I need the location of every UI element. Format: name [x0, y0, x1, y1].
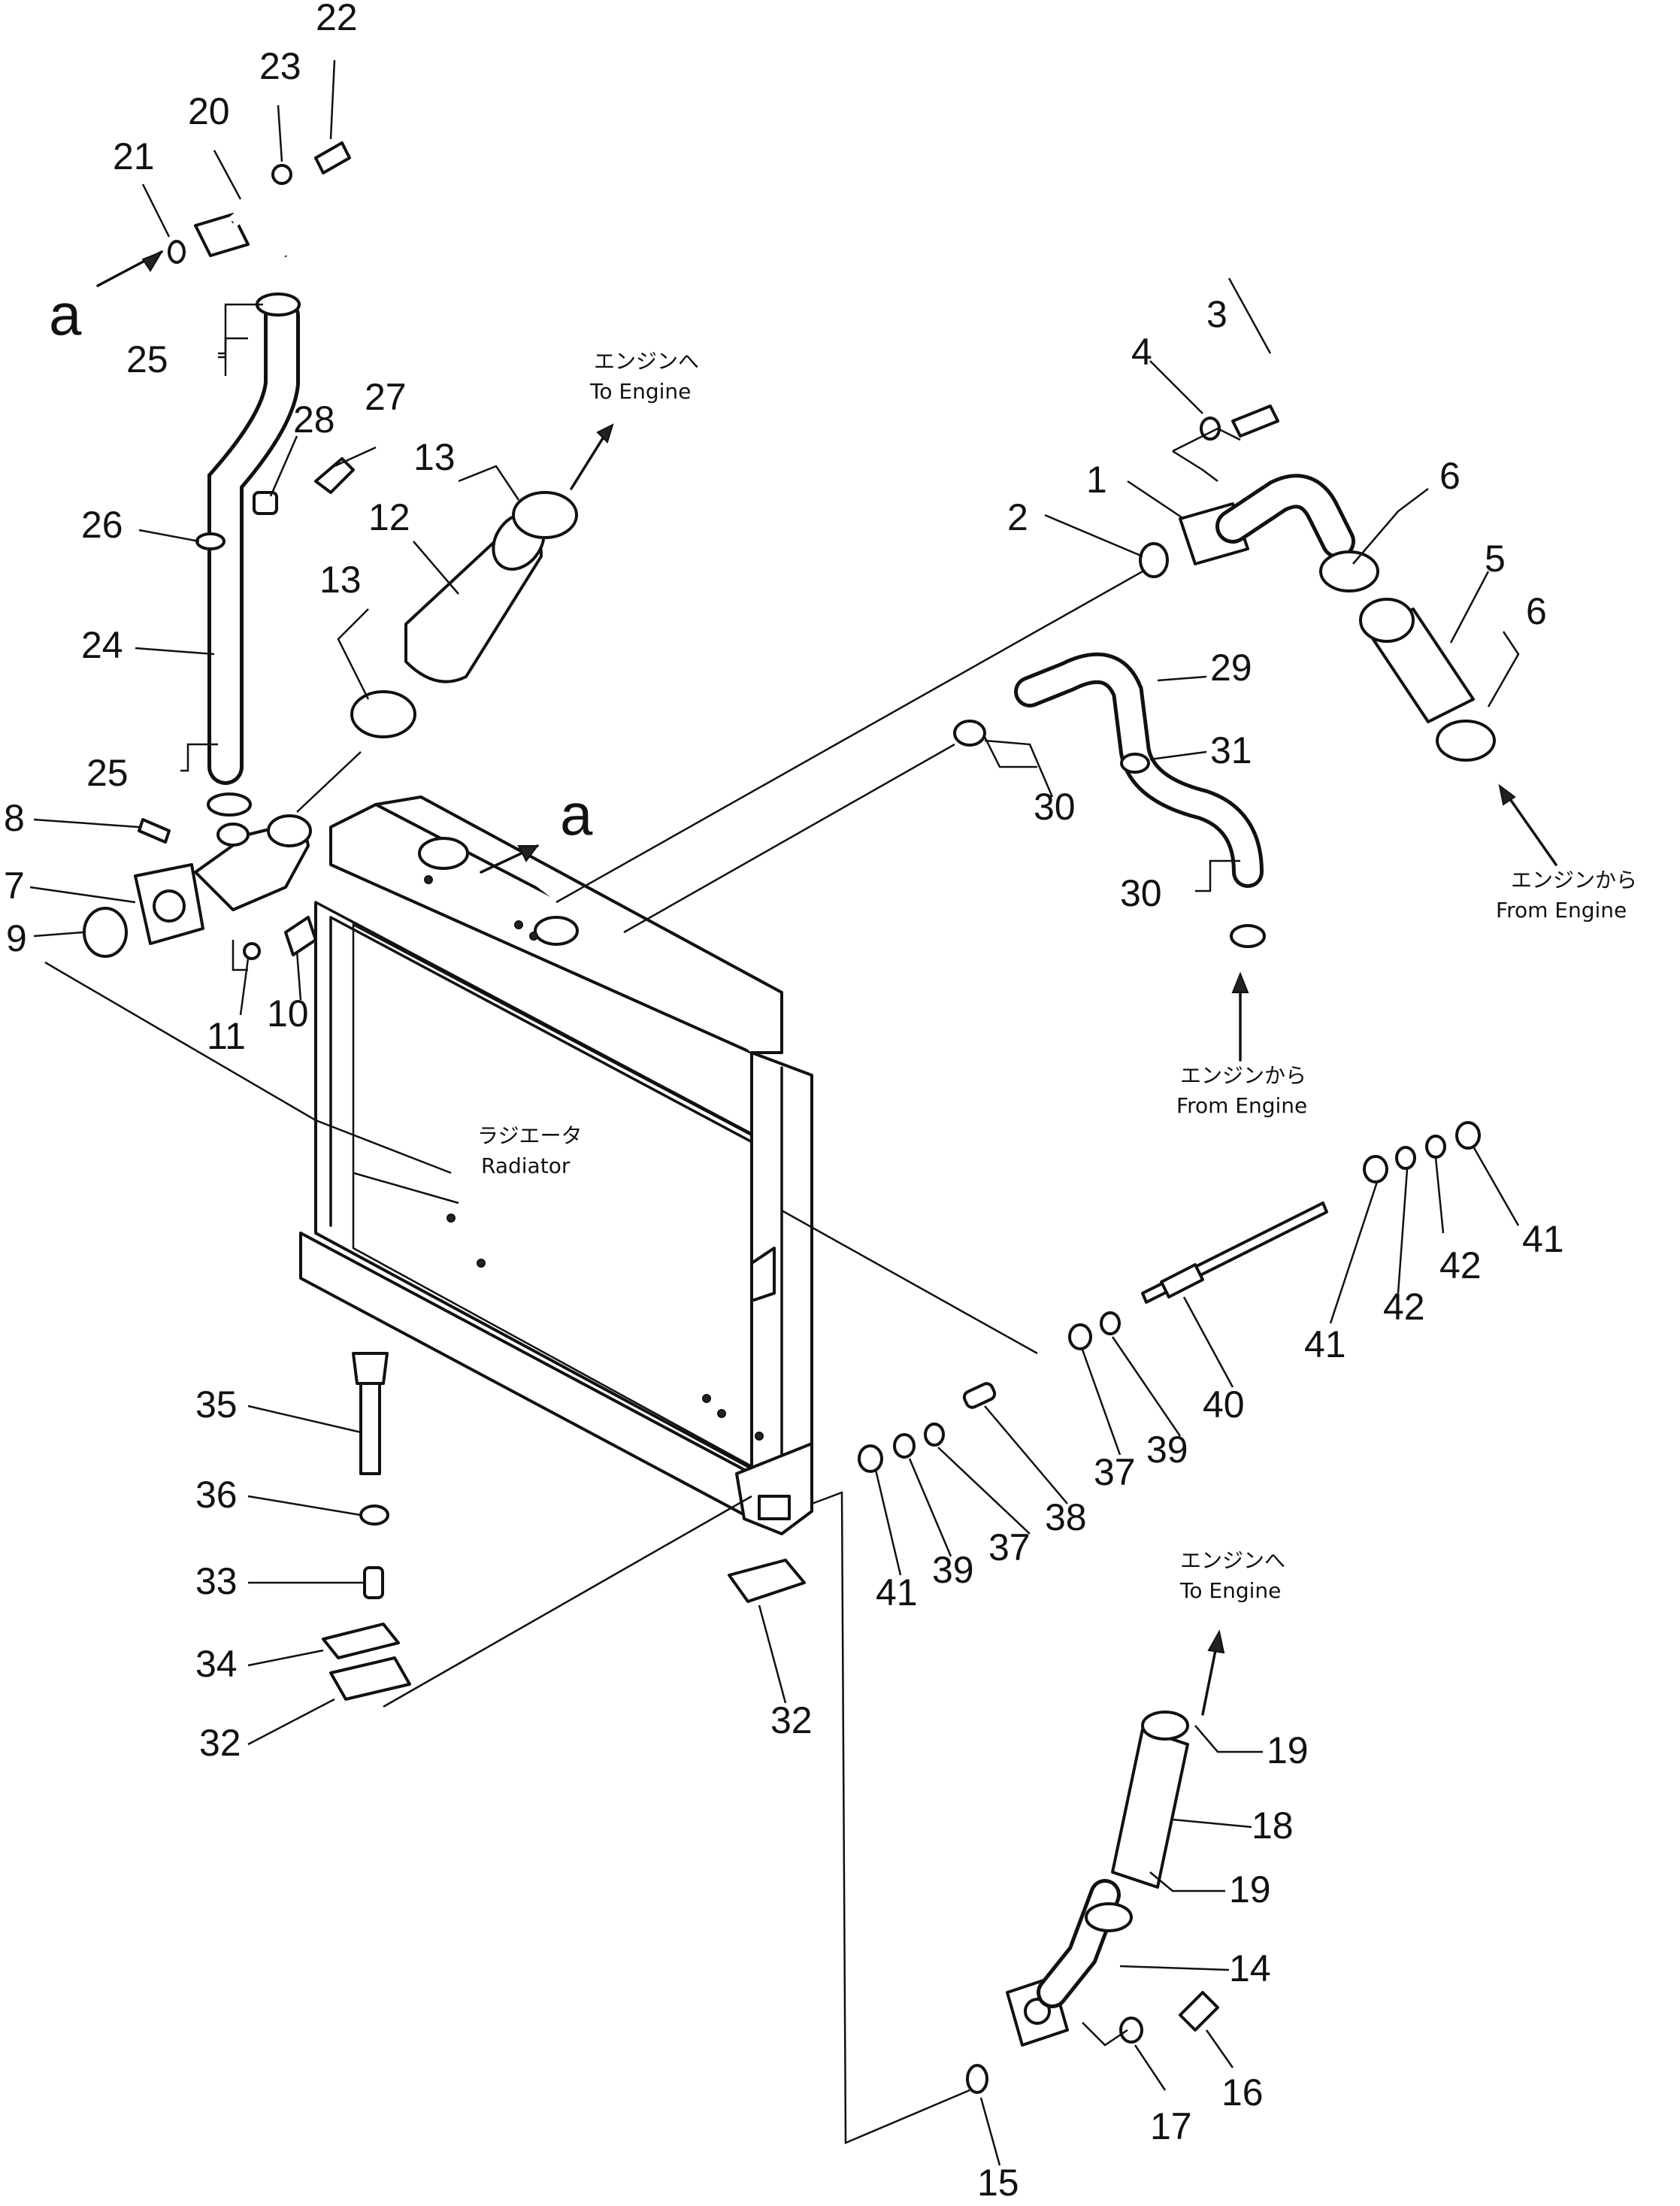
radiator: [299, 795, 813, 1535]
callout-18: 18: [1252, 1804, 1294, 1847]
from-engine-caption-en-middle: From Engine: [1176, 1093, 1307, 1118]
callout-4: 4: [1131, 331, 1152, 373]
callout-26: 26: [81, 504, 123, 546]
callout-11: 11: [207, 1015, 246, 1057]
callout-a-radiator: a: [560, 781, 593, 847]
middle-pipe: [953, 652, 1266, 948]
callout-14: 14: [1229, 1947, 1271, 1989]
callout-23: 23: [259, 45, 301, 87]
from-engine-caption-jp-middle: エンジンから: [1180, 1063, 1306, 1088]
to-engine-caption-en-lower: To Engine: [1179, 1578, 1281, 1603]
callout-27: 27: [365, 376, 407, 418]
callout-32-left: 32: [199, 1722, 241, 1764]
callout-31: 31: [1210, 729, 1252, 771]
callout-42-mid: 42: [1383, 1286, 1425, 1328]
callout-25-top: 25: [126, 338, 168, 380]
callout-a-left: a: [49, 281, 82, 347]
callout-29: 29: [1210, 647, 1252, 689]
callout-numbers: a a 22 23 20 21 25 27 28 13 12 26 13 24 …: [4, 0, 1564, 2204]
callout-37-right: 37: [1094, 1451, 1136, 1493]
mount-parts: [322, 1352, 806, 1701]
to-engine-caption-en: To Engine: [589, 379, 691, 404]
callout-15: 15: [977, 2162, 1019, 2204]
callout-36: 36: [195, 1474, 238, 1516]
callout-33: 33: [195, 1560, 238, 1602]
connector-lines: [44, 450, 1218, 2144]
callout-40: 40: [1203, 1383, 1245, 1426]
flow-arrows: [96, 250, 1557, 1716]
callout-24: 24: [81, 624, 123, 666]
from-engine-caption-en-right: From Engine: [1496, 898, 1627, 923]
radiator-label-en: Radiator: [481, 1153, 571, 1178]
callout-34: 34: [195, 1643, 238, 1685]
callout-16: 16: [1221, 2071, 1264, 2114]
callout-2: 2: [1007, 496, 1028, 538]
callout-19-top: 19: [1267, 1729, 1309, 1771]
callout-32-right: 32: [770, 1699, 813, 1741]
callout-13-lower: 13: [319, 559, 362, 601]
callout-28: 28: [293, 398, 335, 441]
callout-39-left: 39: [932, 1549, 974, 1591]
callout-30-top: 30: [1034, 786, 1076, 828]
callout-41-mid: 41: [1304, 1323, 1346, 1365]
from-engine-caption-jp-right: エンジンから: [1511, 868, 1637, 892]
callout-5: 5: [1485, 538, 1506, 580]
callout-1: 1: [1086, 459, 1107, 501]
upper-left-pipe: [83, 141, 578, 960]
callout-6-lower: 6: [1526, 590, 1547, 632]
radiator-label-jp: ラジエータ: [477, 1123, 582, 1148]
callout-39-right: 39: [1146, 1429, 1188, 1471]
leader-lines: [29, 59, 1520, 2166]
callout-7: 7: [4, 865, 25, 907]
callout-8: 8: [4, 797, 25, 839]
lower-right-pipe: [966, 1711, 1219, 2094]
callout-41-right: 41: [1522, 1218, 1564, 1260]
callout-3: 3: [1206, 293, 1227, 335]
callout-22: 22: [316, 0, 358, 38]
callout-17: 17: [1150, 2105, 1192, 2147]
callout-20: 20: [188, 90, 230, 132]
callout-38: 38: [1045, 1496, 1087, 1538]
callout-13-top: 13: [413, 436, 456, 478]
callout-30-lower: 30: [1120, 872, 1162, 914]
to-engine-caption-jp: エンジンへ: [594, 349, 699, 374]
callout-19-lower: 19: [1229, 1868, 1271, 1911]
tension-rod: [858, 1121, 1481, 1473]
callout-10: 10: [267, 992, 309, 1035]
callout-35: 35: [195, 1383, 238, 1426]
callout-25-lower: 25: [86, 752, 129, 794]
callout-9: 9: [6, 917, 27, 959]
callout-42-right: 42: [1439, 1244, 1482, 1286]
upper-right-pipe: [1139, 405, 1496, 762]
callout-12: 12: [368, 496, 410, 538]
to-engine-caption-jp-lower: エンジンへ: [1180, 1548, 1285, 1573]
callout-21: 21: [113, 135, 155, 177]
callout-37-left: 37: [988, 1526, 1031, 1568]
callout-41-left: 41: [876, 1571, 918, 1614]
callout-6-top: 6: [1439, 455, 1461, 497]
